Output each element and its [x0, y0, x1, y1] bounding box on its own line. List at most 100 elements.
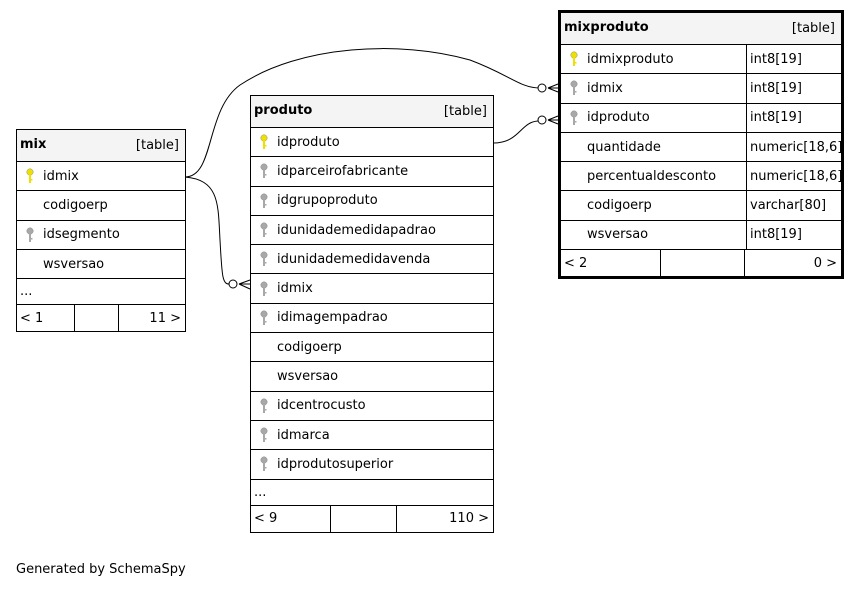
- parents-count[interactable]: < 1: [17, 305, 75, 332]
- column-name: idproduto: [277, 134, 340, 150]
- column-type: int8[19]: [746, 45, 840, 74]
- column-type: int8[19]: [746, 220, 840, 250]
- edge-mix-to-produto: [184, 176, 231, 285]
- column-type: numeric[18,6]: [746, 162, 842, 191]
- table-header: produto [table]: [251, 96, 493, 128]
- column-row[interactable]: codigoerp varchar[80]: [561, 191, 841, 221]
- column-row[interactable]: percentualdesconto numeric[18,6]: [561, 162, 842, 192]
- column-row[interactable]: idunidademedidapadrao: [251, 216, 493, 246]
- primary-key-icon: [561, 51, 587, 67]
- foreign-key-icon: [251, 456, 277, 472]
- edge-produto-to-mixproduto: [492, 120, 539, 144]
- primary-key-icon: [17, 168, 43, 184]
- table-footer: < 9 110 >: [251, 505, 493, 532]
- column-row[interactable]: idunidademedidavenda: [251, 245, 493, 275]
- column-name: idmix: [43, 168, 79, 184]
- column-type: numeric[18,6]: [746, 132, 842, 162]
- foreign-key-icon: [17, 227, 43, 243]
- foreign-key-icon: [251, 310, 277, 326]
- parents-count[interactable]: < 9: [251, 505, 331, 532]
- edge-end-circle: [537, 83, 547, 93]
- column-row[interactable]: wsversao: [251, 362, 493, 392]
- foreign-key-icon: [561, 80, 587, 96]
- column-name: idunidademedidavenda: [277, 251, 431, 267]
- column-row[interactable]: idparceirofabricante: [251, 157, 493, 187]
- edge-end-circle: [537, 115, 547, 125]
- column-name: idmix: [587, 80, 623, 96]
- foreign-key-icon: [251, 163, 277, 179]
- children-count[interactable]: 11 >: [149, 310, 181, 326]
- table-type: [table]: [135, 138, 179, 153]
- edge-end-circle: [228, 279, 238, 289]
- crowfoot-arrow: [238, 279, 251, 290]
- footer-spacer: [661, 250, 745, 277]
- column-row[interactable]: quantidade numeric[18,6]: [561, 132, 842, 163]
- column-name: codigoerp: [277, 339, 342, 355]
- column-row[interactable]: idimagempadrao: [251, 304, 493, 334]
- table-name[interactable]: mix: [20, 137, 47, 152]
- table-produto[interactable]: produto [table] idproduto idparceirofabri…: [250, 95, 494, 533]
- column-name: codigoerp: [43, 197, 108, 213]
- table-footer: < 1 11 >: [17, 305, 185, 332]
- column-name: idgrupoproduto: [277, 193, 378, 209]
- footer-spacer: [331, 505, 397, 532]
- foreign-key-icon: [251, 398, 277, 414]
- column-name: idunidademedidapadrao: [277, 222, 436, 238]
- children-count[interactable]: 110 >: [449, 511, 489, 527]
- table-mix[interactable]: mix [table] idmix codigoerp idsegmento wsve…: [16, 129, 186, 333]
- column-row[interactable]: idproduto: [251, 128, 493, 158]
- foreign-key-icon: [561, 110, 587, 126]
- edge-mix-to-mixproduto: [184, 48, 541, 178]
- column-name: idsegmento: [43, 227, 120, 243]
- footer-spacer: [75, 305, 119, 332]
- crowfoot-arrow: [547, 115, 559, 125]
- column-row[interactable]: idcentrocusto: [251, 392, 493, 421]
- column-name: idmix: [277, 281, 313, 297]
- parents-count[interactable]: < 2: [561, 250, 661, 277]
- column-name: wsversao: [43, 256, 105, 272]
- column-name: percentualdesconto: [587, 168, 717, 184]
- table-type: [table]: [791, 21, 835, 36]
- column-row[interactable]: idprodutosuperior: [251, 450, 493, 480]
- column-name: wsversao: [587, 227, 649, 243]
- table-type: [table]: [443, 104, 487, 119]
- column-type: int8[19]: [746, 74, 840, 103]
- column-row[interactable]: codigoerp: [17, 191, 185, 221]
- children-count[interactable]: 0 >: [813, 255, 837, 271]
- column-row[interactable]: idsegmento: [17, 221, 185, 250]
- column-type: int8[19]: [746, 103, 840, 132]
- column-row[interactable]: codigoerp: [251, 333, 493, 363]
- more-columns: ...: [251, 480, 493, 506]
- column-row[interactable]: idmix: [17, 162, 185, 192]
- column-row[interactable]: idmix: [251, 274, 493, 304]
- primary-key-icon: [251, 134, 277, 150]
- column-name: idmarca: [277, 427, 330, 443]
- foreign-key-icon: [251, 193, 277, 209]
- column-row[interactable]: idproduto int8[19]: [561, 103, 841, 133]
- column-row[interactable]: idmix int8[19]: [561, 74, 841, 104]
- table-header: mix [table]: [17, 130, 185, 162]
- column-name: quantidade: [587, 139, 661, 155]
- table-name[interactable]: produto: [254, 103, 313, 118]
- column-name: idproduto: [587, 110, 650, 126]
- table-name[interactable]: mixproduto: [564, 20, 649, 35]
- foreign-key-icon: [251, 251, 277, 267]
- column-name: idprodutosuperior: [277, 456, 394, 472]
- column-row[interactable]: wsversao int8[19]: [561, 220, 841, 251]
- table-footer: < 2 0 >: [561, 250, 841, 277]
- column-row[interactable]: idmarca: [251, 421, 493, 451]
- crowfoot-arrow: [547, 83, 559, 93]
- column-name: codigoerp: [587, 198, 652, 214]
- column-name: wsversao: [277, 369, 339, 385]
- column-type: varchar[80]: [746, 191, 840, 220]
- foreign-key-icon: [251, 222, 277, 238]
- column-name: idimagempadrao: [277, 310, 388, 326]
- column-row[interactable]: wsversao: [17, 250, 185, 280]
- more-columns: ...: [17, 279, 185, 306]
- generator-credit[interactable]: Generated by SchemaSpy: [16, 562, 186, 577]
- column-name: idparceirofabricante: [277, 163, 409, 179]
- column-row[interactable]: idgrupoproduto: [251, 187, 493, 216]
